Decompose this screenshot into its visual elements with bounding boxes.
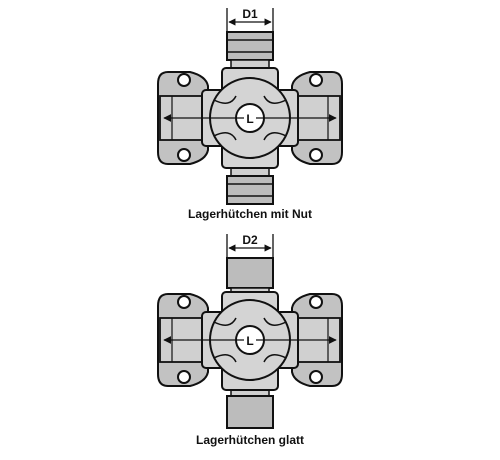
bolt-hole-icon <box>309 370 323 384</box>
dimension-l: L <box>163 110 337 126</box>
bolt-hole-icon <box>177 295 191 309</box>
bolt-hole-icon <box>309 295 323 309</box>
dimension-d2: D2 <box>226 233 274 258</box>
bearing-cap-bottom <box>226 385 274 429</box>
joint-figure-grooved: D1 <box>0 0 500 228</box>
bolt-hole-icon <box>309 73 323 87</box>
caption-grooved-caps: Lagerhütchen mit Nut <box>187 207 312 221</box>
joint-drawing-grooved: D1 <box>157 7 343 205</box>
bolt-hole-icon <box>177 148 191 162</box>
dimension-label-d1: D1 <box>242 7 258 21</box>
bearing-cap-top <box>226 31 274 71</box>
dimension-d1: D1 <box>226 7 274 32</box>
bolt-hole-icon <box>177 370 191 384</box>
caption-smooth-caps: Lagerhütchen glatt <box>195 433 304 447</box>
dimension-label-l: L <box>246 334 253 348</box>
bolt-hole-icon <box>177 73 191 87</box>
bearing-cap-bottom <box>226 165 274 205</box>
dimension-l: L <box>163 332 337 348</box>
dimension-label-l: L <box>246 112 253 126</box>
dimension-label-d2: D2 <box>242 233 258 247</box>
joint-figure-smooth: D2 <box>0 228 500 455</box>
joint-drawing-smooth: D2 <box>157 233 343 429</box>
bolt-hole-icon <box>309 148 323 162</box>
